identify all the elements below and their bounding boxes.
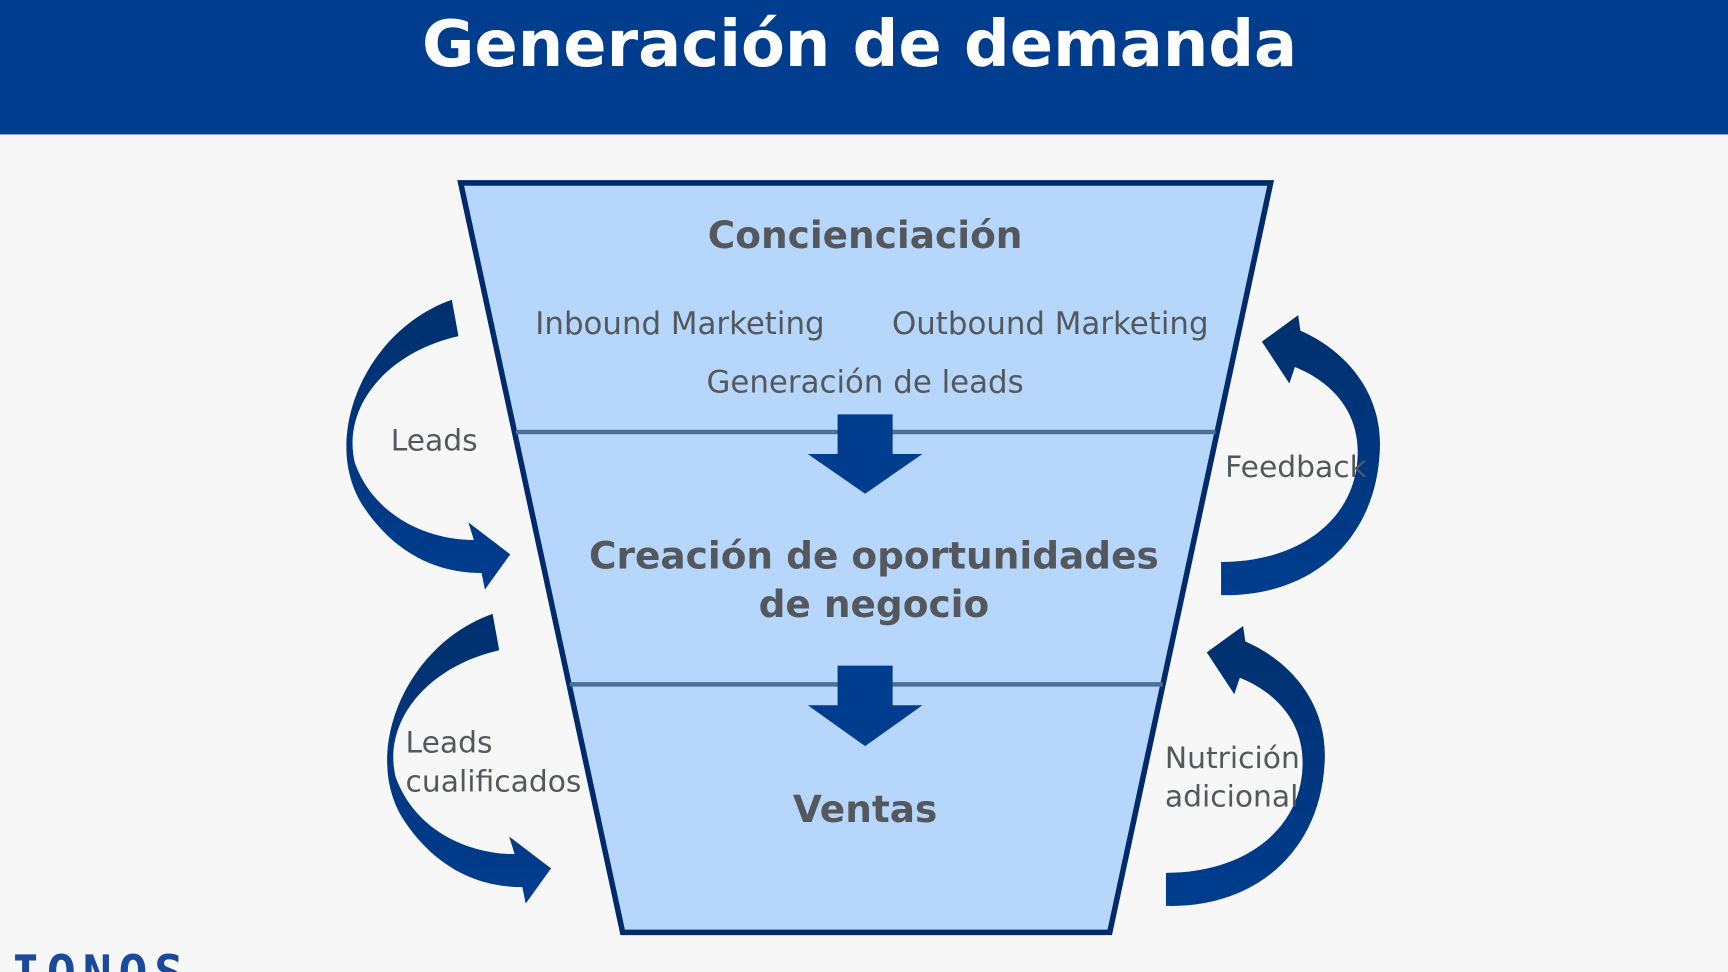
- feedback-label: Feedback: [1225, 450, 1367, 485]
- down-arrow-icon: [807, 665, 923, 747]
- curved-arrow-icon: [1221, 315, 1380, 596]
- stage-sales-title: Ventas: [793, 787, 937, 831]
- stage-item: Generación de leads: [707, 364, 1024, 400]
- ionos-logo: IONOS: [11, 946, 190, 972]
- stage-item: Inbound Marketing: [535, 306, 824, 342]
- curved-arrow-icon: [1165, 625, 1325, 906]
- qualified-leads-label-line2: cualificados: [406, 764, 582, 799]
- down-arrow-icon: [807, 414, 923, 494]
- curved-arrow-icon: [346, 299, 511, 590]
- leads-label: Leads: [391, 424, 478, 459]
- header-band: [0, 0, 1728, 135]
- page-title: Generación de demanda: [422, 8, 1297, 82]
- stage-opportunity-title-line2: de negocio: [759, 582, 990, 626]
- funnel: [457, 180, 1275, 936]
- qualified-leads-label: Leads: [406, 726, 493, 761]
- stage-item: Outbound Marketing: [892, 306, 1209, 342]
- nurture-label: Nutrición: [1165, 741, 1300, 776]
- nurture-label-line2: adicional: [1165, 780, 1299, 815]
- stage-awareness-title: Concienciación: [708, 213, 1023, 257]
- curved-arrow-icon: [387, 613, 552, 904]
- stage-opportunity-title: Creación de oportunidades: [589, 534, 1159, 578]
